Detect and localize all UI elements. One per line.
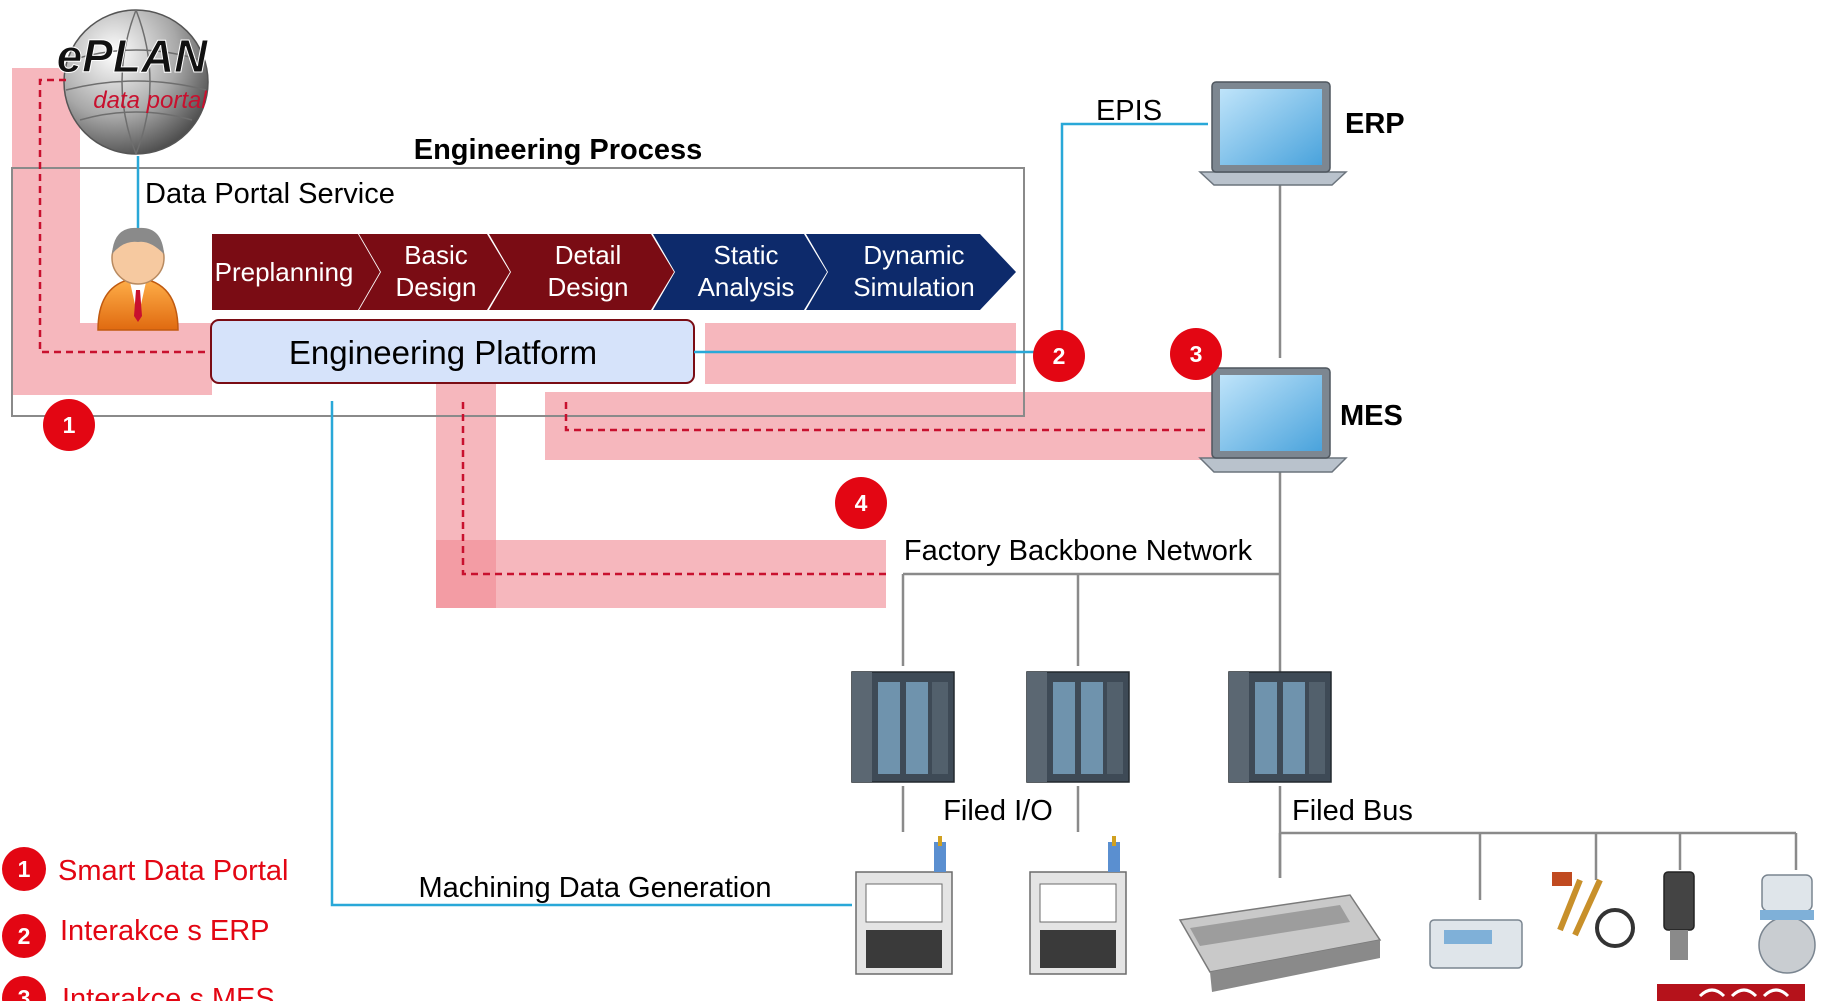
step-preplanning[interactable] xyxy=(212,234,380,310)
svg-text:3: 3 xyxy=(1190,341,1203,367)
step-static-label-1: Static xyxy=(713,240,778,270)
svg-text:3: 3 xyxy=(18,985,31,1001)
pressure-sensor-icon[interactable] xyxy=(1663,871,1695,960)
step-dynamic-label-1: Dynamic xyxy=(863,240,964,270)
plc-icon-1[interactable] xyxy=(851,671,955,783)
dashed-path-4 xyxy=(461,402,886,576)
step-basic-design[interactable] xyxy=(359,234,510,310)
band-3 xyxy=(545,392,1227,460)
band-4-horizontal xyxy=(436,540,886,608)
legend-item-1: 1 Smart Data Portal xyxy=(2,847,288,891)
machining-machine-icon-1[interactable] xyxy=(855,836,953,975)
epis-connector xyxy=(1060,122,1208,332)
mes-laptop-icon[interactable] xyxy=(1198,367,1348,473)
network-lines xyxy=(901,184,1798,900)
badge-1: 1 xyxy=(43,399,95,451)
legend-item-3: 3 Interakce s MES xyxy=(2,976,275,1001)
legend-item-2: 2 Interakce s ERP xyxy=(2,914,270,958)
erp-laptop-icon[interactable] xyxy=(1198,81,1348,186)
conveyor-machine-icon[interactable] xyxy=(1178,894,1382,992)
machining-connector xyxy=(330,401,852,907)
badge-4: 4 xyxy=(835,477,887,529)
engineering-platform-label: Engineering Platform xyxy=(289,334,597,371)
flow-meter-icon[interactable] xyxy=(1758,874,1816,974)
step-basic-label-1: Basic xyxy=(404,240,468,270)
step-basic-label-2: Design xyxy=(396,272,477,302)
badge-2: 2 xyxy=(1033,330,1085,382)
person-icon xyxy=(97,227,179,331)
step-dynamic-simulation[interactable] xyxy=(806,234,1016,310)
erp-label: ERP xyxy=(1345,108,1405,140)
backbone-label: Factory Backbone Network xyxy=(904,535,1253,567)
logo-brand: ePLAN xyxy=(57,30,209,82)
svg-text:2: 2 xyxy=(1053,343,1066,369)
badge-3: 3 xyxy=(1170,328,1222,380)
step-static-label-2: Analysis xyxy=(698,272,795,302)
svg-text:Interakce s MES: Interakce s MES xyxy=(62,983,275,1001)
band-1-vertical xyxy=(12,68,80,395)
logo-tagline: data portal xyxy=(93,87,207,114)
plc-icon-3[interactable] xyxy=(1228,671,1332,783)
dashed-path-1 xyxy=(38,78,205,354)
band-1-horizontal xyxy=(80,323,212,395)
svg-text:1: 1 xyxy=(18,856,31,882)
svg-text:Smart Data Portal: Smart Data Portal xyxy=(58,855,288,887)
step-static-analysis[interactable] xyxy=(653,234,827,310)
field-bus-label: Filed Bus xyxy=(1292,795,1413,827)
legend: 1 Smart Data Portal 2 Interakce s ERP 3 … xyxy=(2,847,288,1001)
step-preplanning-label: Preplanning xyxy=(215,257,354,287)
epis-label: EPIS xyxy=(1096,95,1162,127)
step-detail-design[interactable] xyxy=(489,234,674,310)
step-dynamic-label-2: Simulation xyxy=(853,272,974,302)
step-detail-label-2: Design xyxy=(548,272,629,302)
data-portal-service-label: Data Portal Service xyxy=(145,178,395,210)
field-io-label: Filed I/O xyxy=(943,795,1053,827)
controller-device-icon[interactable] xyxy=(1429,919,1523,969)
engineering-process-frame xyxy=(11,167,1025,417)
eplan-logo: ePLAN data portal xyxy=(56,9,209,155)
svg-text:4: 4 xyxy=(855,490,868,516)
plc-icon-2[interactable] xyxy=(1026,671,1130,783)
process-steps: Preplanning Basic Design Detail Design S… xyxy=(212,234,1016,310)
step-detail-label-1: Detail xyxy=(555,240,621,270)
corner-brand-strip xyxy=(1657,984,1805,1001)
machining-machine-icon-2[interactable] xyxy=(1029,836,1127,975)
machining-label: Machining Data Generation xyxy=(418,872,771,904)
svg-text:Interakce s ERP: Interakce s ERP xyxy=(60,915,270,947)
engineering-process-title: Engineering Process xyxy=(414,134,703,166)
band-2 xyxy=(705,323,1016,384)
temperature-sensor-icon[interactable] xyxy=(1552,872,1635,948)
mes-label: MES xyxy=(1340,400,1403,432)
svg-text:1: 1 xyxy=(63,412,76,438)
dashed-path-3 xyxy=(564,402,1206,432)
svg-text:2: 2 xyxy=(18,923,31,949)
